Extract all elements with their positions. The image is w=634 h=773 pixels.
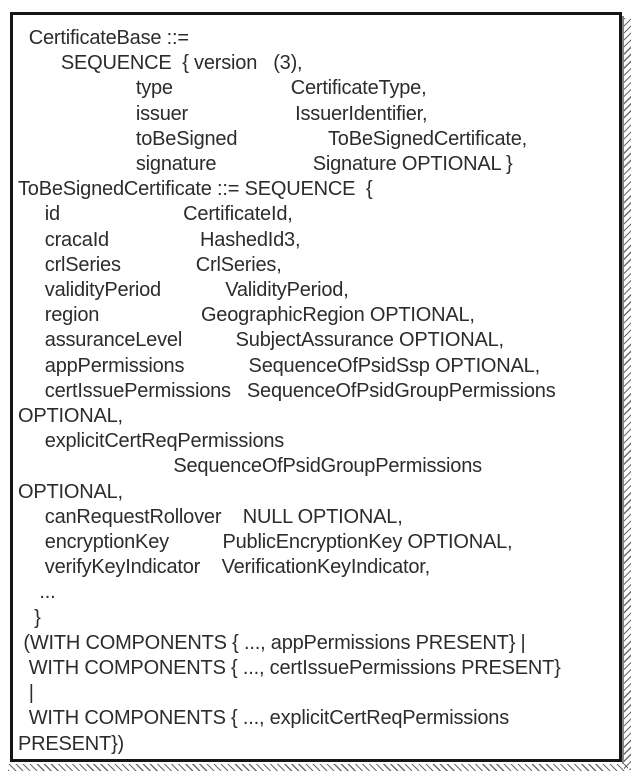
asn1-definition-text: CertificateBase ::= SEQUENCE { version (… <box>18 27 561 755</box>
scan-hatch-bottom <box>8 764 628 771</box>
asn1-figure-border-box: CertificateBase ::= SEQUENCE { version (… <box>10 12 622 762</box>
scan-hatch-right <box>624 18 631 770</box>
scan-shadow-right <box>622 16 624 764</box>
